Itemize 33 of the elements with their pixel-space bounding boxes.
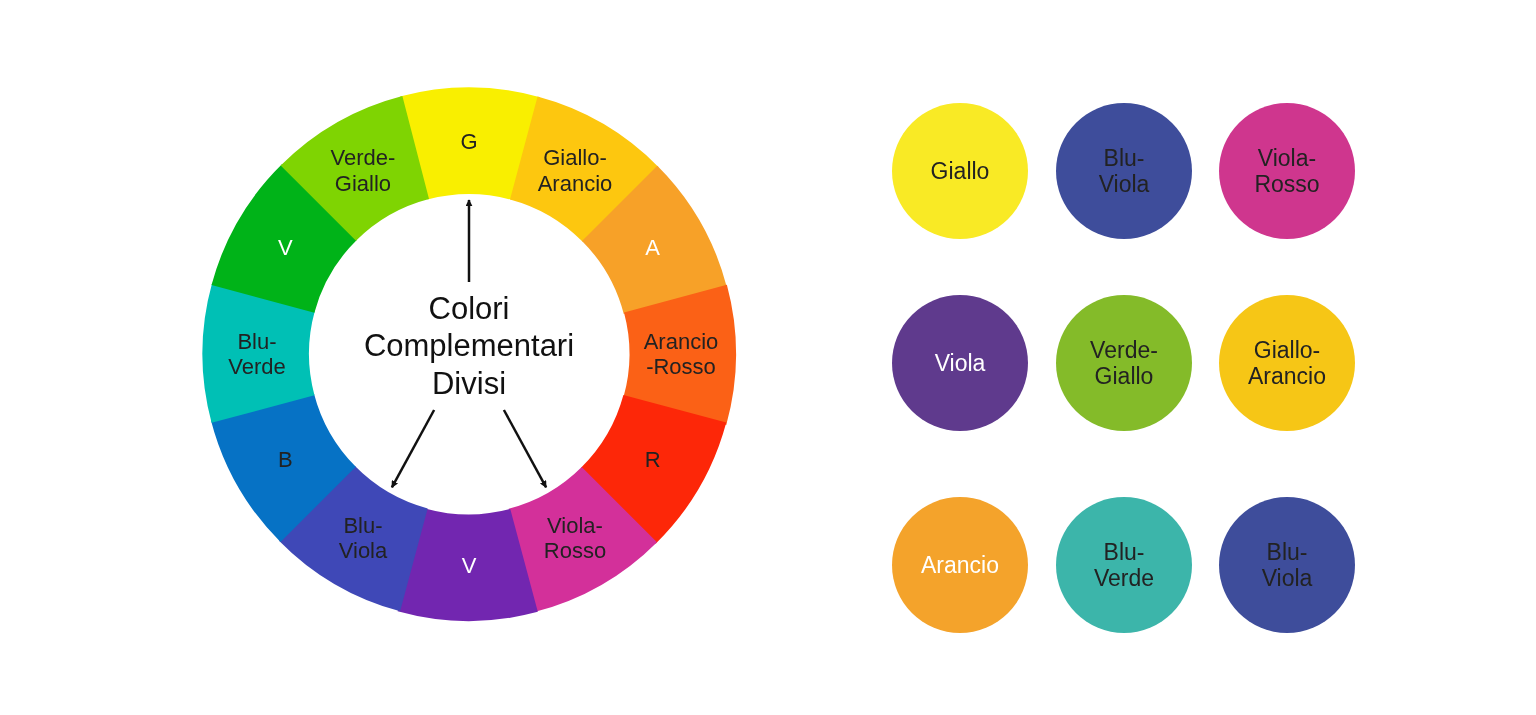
arrow xyxy=(465,199,473,282)
color-wheel-segment xyxy=(400,88,538,200)
arrow xyxy=(502,409,548,488)
segment-label: A xyxy=(644,235,661,261)
color-name: Blu- Viola xyxy=(1260,538,1314,592)
color-wheel-segment xyxy=(400,508,538,620)
color-wheel-segment xyxy=(203,285,315,423)
segment-label: B xyxy=(277,447,294,473)
color-wheel-segment xyxy=(280,97,428,241)
segment-label: V xyxy=(277,235,294,261)
color-name: Viola xyxy=(933,349,987,377)
color-name: Blu- Viola xyxy=(1097,144,1151,198)
color-name: Verde- Giallo xyxy=(1089,336,1159,390)
arrow xyxy=(390,409,436,488)
segment-label: R xyxy=(643,447,662,473)
segment-label: Arancio -Rosso xyxy=(642,328,720,380)
color-name: Arancio xyxy=(920,551,1000,579)
color-wheel-segment xyxy=(280,467,428,611)
color-name: Giallo xyxy=(929,157,991,185)
segment-label: Giallo- Arancio xyxy=(536,145,614,196)
segment-label: G xyxy=(459,129,479,155)
segment-label: Verde- Giallo xyxy=(329,145,397,196)
color-wheel-segment xyxy=(510,97,658,241)
wheel-title-text: Colori Complementari Divisi xyxy=(329,282,609,410)
segment-label: Viola- Rosso xyxy=(542,512,608,563)
segment-label: Blu- Verde xyxy=(227,328,287,380)
color-wheel-segment xyxy=(510,467,658,611)
color-name: Giallo- Arancio xyxy=(1247,336,1327,390)
color-name: Viola- Rosso xyxy=(1253,144,1321,198)
segment-label: V xyxy=(460,553,478,579)
color-wheel-segment xyxy=(623,285,735,423)
color-name: Blu- Verde xyxy=(1092,538,1156,592)
segment-label: Blu- Viola xyxy=(337,512,389,563)
